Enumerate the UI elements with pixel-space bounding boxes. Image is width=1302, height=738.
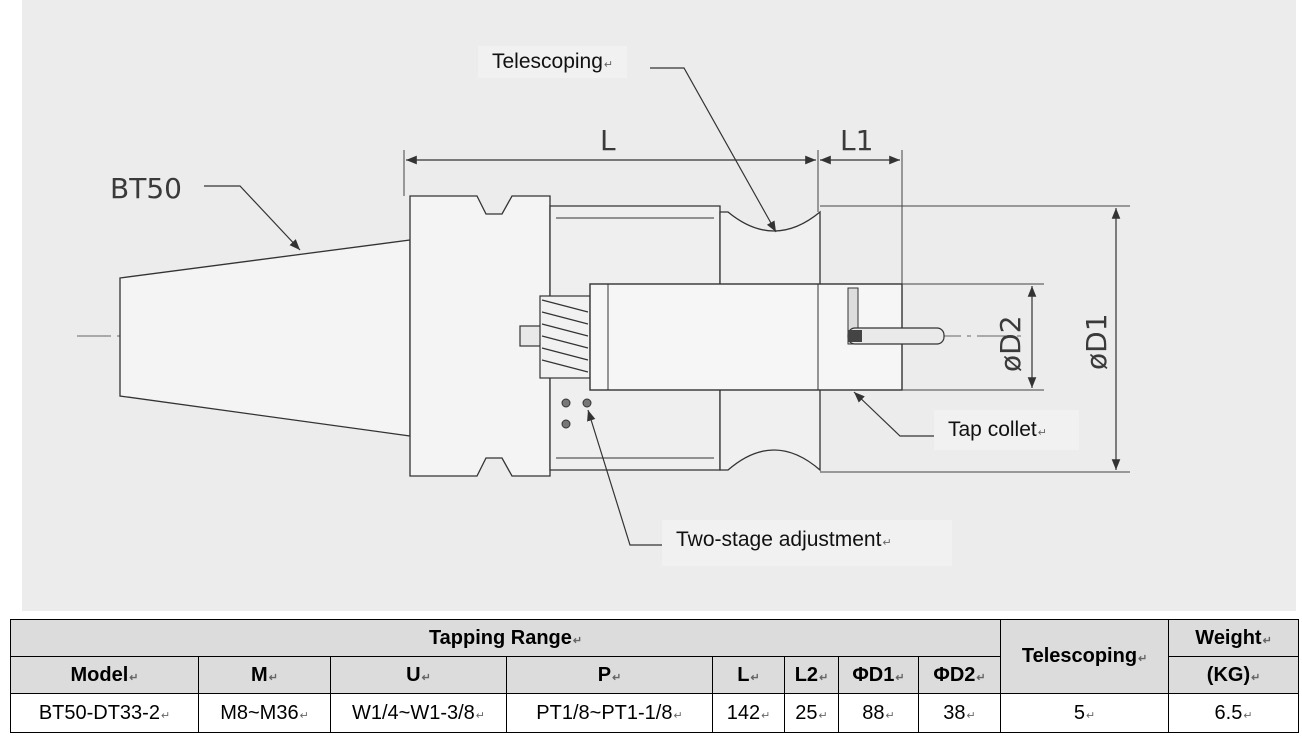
col-model: Model↵ (10, 656, 199, 694)
bt50-label: BT50 (110, 172, 182, 205)
dim-d1-label: øD1 (1080, 313, 1113, 370)
adjustment-screws (561, 398, 592, 429)
cell-l: 142↵ (712, 693, 785, 733)
cell-u: W1/4~W1-3/8↵ (330, 693, 507, 733)
weight-header: Weight↵ (1168, 619, 1300, 657)
cell-weight: 6.5↵ (1168, 693, 1300, 733)
bt50-taper (119, 239, 411, 437)
two-stage-callout: Two-stage adjustment↵ (662, 520, 952, 566)
telescoping-callout: Telescoping↵ (478, 46, 628, 78)
cell-p: PT1/8~PT1-1/8↵ (506, 693, 713, 733)
col-d2: ΦD2↵ (917, 656, 1002, 694)
tap-collet-leader (853, 391, 934, 437)
cell-d1: 88↵ (838, 693, 919, 733)
telescoping-callout-text: Telescoping (492, 50, 603, 73)
cell-telescoping: 5↵ (1000, 693, 1170, 733)
telescoping-header: Telescoping↵ (1000, 619, 1170, 694)
tool-holder-drawing: L L1 øD1 øD2 BT50 (77, 67, 1130, 546)
cell-d2: 38↵ (917, 693, 1002, 733)
col-l: L↵ (712, 656, 785, 694)
col-m: M↵ (198, 656, 331, 694)
cell-l2: 25↵ (784, 693, 839, 733)
two-stage-leader (587, 409, 662, 546)
dim-l1-label: L1 (840, 124, 873, 157)
telescoping-leader (650, 67, 777, 233)
two-stage-callout-text: Two-stage adjustment (676, 528, 882, 551)
tap-collet-callout: Tap collet↵ (934, 410, 1079, 450)
tapping-range-header: Tapping Range↵ (9, 619, 1002, 657)
cell-model: BT50-DT33-2↵ (10, 693, 199, 733)
col-p: P↵ (506, 656, 713, 694)
col-u: U↵ (330, 656, 507, 694)
cell-m: M8~M36↵ (198, 693, 331, 733)
spring (519, 295, 591, 379)
dim-l-label: L (600, 124, 616, 157)
dim-d2-label: øD2 (994, 315, 1027, 372)
table-row: BT50-DT33-2↵ M8~M36↵ W1/4~W1-3/8↵ PT1/8~… (10, 693, 1300, 733)
weight-unit-header: (KG)↵ (1168, 656, 1300, 694)
technical-drawing: L L1 øD1 øD2 BT50 Telescoping↵ Tap colle… (22, 0, 1296, 611)
tap-collet-callout-text: Tap collet (948, 418, 1037, 441)
bt50-leader (204, 185, 301, 251)
col-l2: L2↵ (784, 656, 839, 694)
spec-table: Tapping Range↵ Telescoping↵ Weight↵ Mode… (9, 619, 1300, 733)
col-d1: ΦD1↵ (838, 656, 919, 694)
flange (409, 195, 551, 477)
